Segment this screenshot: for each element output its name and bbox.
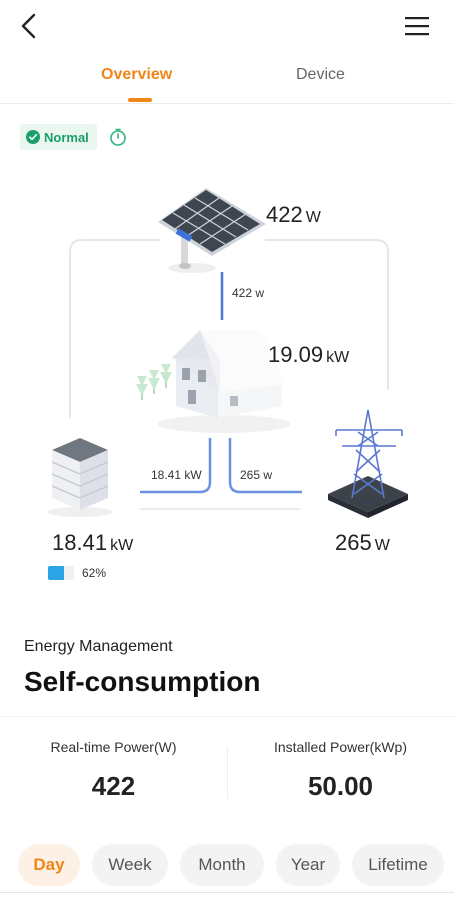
period-week[interactable]: Week — [92, 844, 168, 886]
timer-icon[interactable] — [108, 127, 128, 147]
battery-soc-bar — [48, 566, 74, 580]
house-icon — [136, 330, 290, 433]
solar-panel-icon — [158, 188, 266, 273]
battery-soc-fill — [48, 566, 65, 580]
hamburger-menu-icon[interactable] — [404, 14, 430, 38]
active-tab-indicator — [128, 98, 152, 102]
tab-device[interactable]: Device — [296, 66, 345, 83]
period-day[interactable]: Day — [18, 844, 80, 886]
period-selector: Day Week Month Year Lifetime — [0, 842, 454, 890]
energy-management-label: Energy Management — [24, 638, 173, 655]
realtime-power-stat: Real-time Power(W) 422 — [0, 717, 227, 802]
tab-overview[interactable]: Overview — [101, 66, 173, 83]
top-bar — [0, 0, 454, 56]
realtime-power-value: 422 — [91, 771, 136, 801]
status-label: Normal — [44, 129, 89, 145]
battery-soc-label: 62% — [82, 566, 107, 580]
energy-management-mode: Self-consumption — [24, 666, 261, 697]
battery-flow-label: 18.41 kW — [151, 468, 202, 482]
period-month[interactable]: Month — [180, 844, 264, 886]
realtime-power-label: Real-time Power(W) — [50, 739, 177, 755]
stats-divider — [227, 747, 228, 799]
battery-icon — [48, 438, 112, 517]
chevron-left-icon[interactable] — [14, 10, 46, 42]
tab-bar: Overview Device — [0, 56, 454, 104]
installed-power-stat: Installed Power(kWp) 50.00 — [227, 717, 454, 802]
flow-lines — [69, 239, 389, 510]
check-circle-icon — [26, 130, 40, 144]
installed-power-value: 50.00 — [307, 771, 374, 801]
pv-flow-label: 422 w — [232, 286, 265, 300]
status-badge: Normal — [20, 124, 97, 150]
bottom-divider — [0, 892, 454, 893]
power-stats: Real-time Power(W) 422 Installed Power(k… — [0, 716, 454, 822]
power-grid-tower-icon — [328, 409, 408, 518]
period-lifetime[interactable]: Lifetime — [352, 844, 444, 886]
period-year[interactable]: Year — [276, 844, 340, 886]
grid-flow-label: 265 w — [240, 468, 273, 482]
installed-power-label: Installed Power(kWp) — [273, 739, 408, 755]
